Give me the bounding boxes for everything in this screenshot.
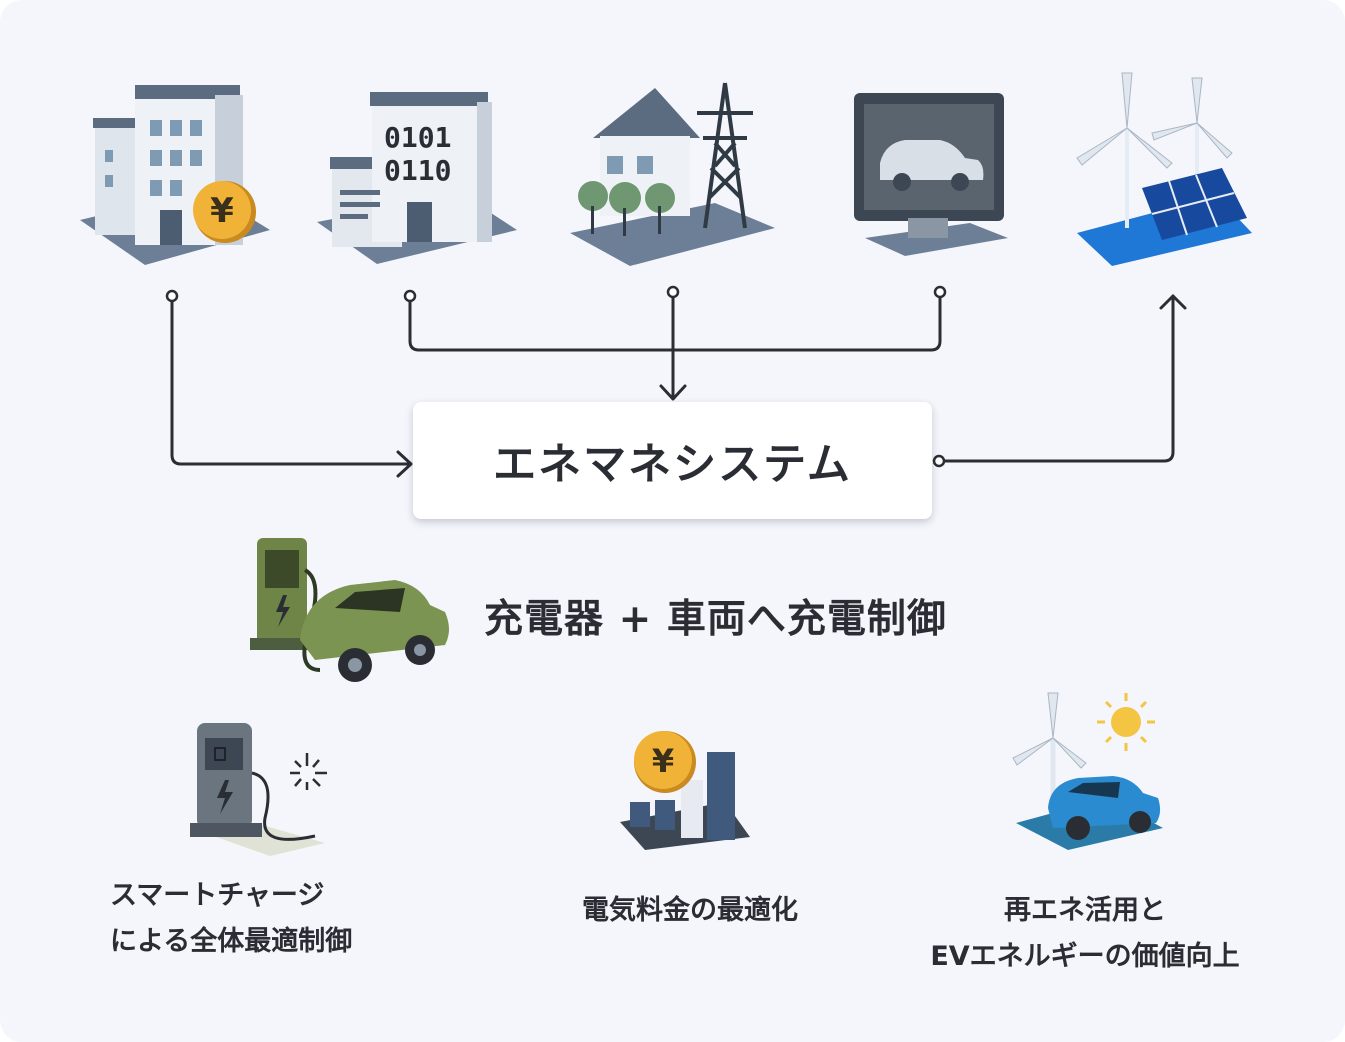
renewable-car-icon [1012, 692, 1163, 850]
energy-management-system-box: エネマネシステム [413, 402, 932, 519]
benefit-1-line-2: による全体最適制御 [110, 926, 353, 957]
benefit-caption-cost: 電気料金の最適化 [540, 888, 840, 934]
yen-bar-chart-icon: ¥ [620, 731, 750, 850]
smart-charger-icon [190, 723, 327, 856]
benefit-2-line-1: 電気料金の最適化 [582, 895, 798, 926]
charger-car-icon [250, 538, 449, 682]
benefit-1-line-1: スマートチャージ [110, 880, 325, 911]
svg-text:0110: 0110 [384, 154, 451, 187]
monitor-car-icon [854, 93, 1008, 256]
ev-charge-control-title: 充電器 + 車両へ充電制御 [484, 597, 947, 642]
benefit-caption-renewable: 再エネ活用と EVエネルギーの価値向上 [880, 888, 1290, 980]
office-building-yen-icon: ¥ [80, 85, 270, 265]
house-power-tower-icon [570, 82, 775, 266]
benefit-caption-smart-charge: スマートチャージ による全体最適制御 [110, 873, 420, 965]
svg-text:¥: ¥ [652, 742, 674, 780]
svg-text:0101: 0101 [384, 121, 451, 154]
svg-text:¥: ¥ [210, 191, 234, 231]
wind-solar-icon [1076, 72, 1252, 266]
data-center-building-icon: 0101 0110 [317, 92, 517, 264]
benefit-3-line-2: EVエネルギーの価値向上 [930, 941, 1240, 972]
system-label: エネマネシステム [493, 439, 852, 490]
benefit-3-line-1: 再エネ活用と [1004, 895, 1166, 926]
